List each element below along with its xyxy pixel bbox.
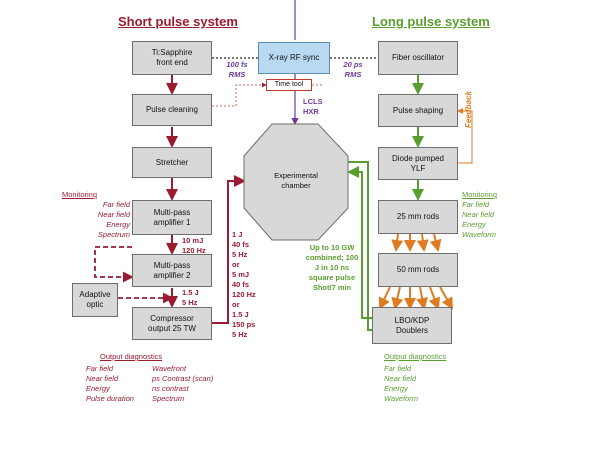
experimental-chamber-label: Experimental chamber: [274, 171, 318, 190]
dashed-bypass-loop: [94, 246, 134, 283]
long-diagnostics-items: Far field Near field Energy Waveform: [384, 364, 419, 403]
short-pulse-title: Short pulse system: [118, 14, 238, 29]
multipass-amp2-box: Multi-pass amplifier 2: [132, 254, 212, 287]
short-output-specs: 1 J 40 fs 5 Hz or 5 mJ 40 fs 120 Hz or 1…: [232, 230, 256, 339]
pulse-cleaning-box: Pulse cleaning: [132, 94, 212, 126]
long-monitoring-items: Far field Near field Energy Waveform: [462, 200, 497, 239]
xray-rf-sync-box: X-ray RF sync: [258, 42, 330, 74]
short-monitoring-items: Far field Near field Energy Spectrum: [97, 200, 130, 239]
feedback-line: [455, 108, 473, 164]
fiber-oscillator-box: Fiber oscillator: [378, 41, 458, 75]
timetool-link: [212, 82, 267, 107]
experimental-chamber-shape: [243, 123, 349, 241]
short-diagnostics-col2: Wavefront ps Contrast (scan) ns contrast…: [152, 364, 214, 403]
lcls-hxr-label: LCLS HXR: [303, 97, 323, 116]
amp2-output-label: 1.5 J 5 Hz: [182, 288, 199, 307]
short-diagnostics-title: Output diagnostics: [100, 352, 163, 361]
short-monitoring-title: Monitoring: [62, 190, 98, 199]
compressor-box: Compressor output 25 TW: [132, 307, 212, 340]
short-diagnostics-col1: Far field Near field Energy Pulse durati…: [86, 364, 134, 403]
rods-50mm-box: 50 mm rods: [378, 253, 458, 287]
tisapphire-front-end-box: Ti:Sapphire front end: [132, 41, 212, 75]
long-diagnostics-title: Output diagnostics: [384, 352, 447, 361]
lbo-kdp-doublers-box: LBO/KDP Doublers: [372, 307, 452, 344]
orange-fan-arrows: [378, 286, 453, 310]
feedback-label: Feedback: [464, 91, 473, 128]
adaptive-optic-box: Adaptive optic: [72, 283, 118, 317]
long-pulse-title: Long pulse system: [372, 14, 490, 29]
pulse-shaping-box: Pulse shaping: [378, 94, 458, 127]
multipass-amp1-box: Multi-pass amplifier 1: [132, 200, 212, 235]
long-output-specs: Up to 10 GW combined; 100 J in 10 ns squ…: [305, 243, 359, 292]
left-rms-label: 100 fs RMS: [226, 60, 248, 79]
time-tool-box: Time tool: [266, 79, 312, 91]
arrow-compressor-to-chamber: [212, 175, 246, 324]
amp1-output-label: 10 mJ 120 Hz: [182, 236, 206, 255]
long-monitoring-title: Monitoring: [462, 190, 498, 199]
rods-25mm-box: 25 mm rods: [378, 200, 458, 234]
stretcher-box: Stretcher: [132, 147, 212, 178]
diode-pumped-ylf-box: Diode pumped YLF: [378, 147, 458, 180]
right-rms-label: 20 ps RMS: [343, 60, 363, 79]
